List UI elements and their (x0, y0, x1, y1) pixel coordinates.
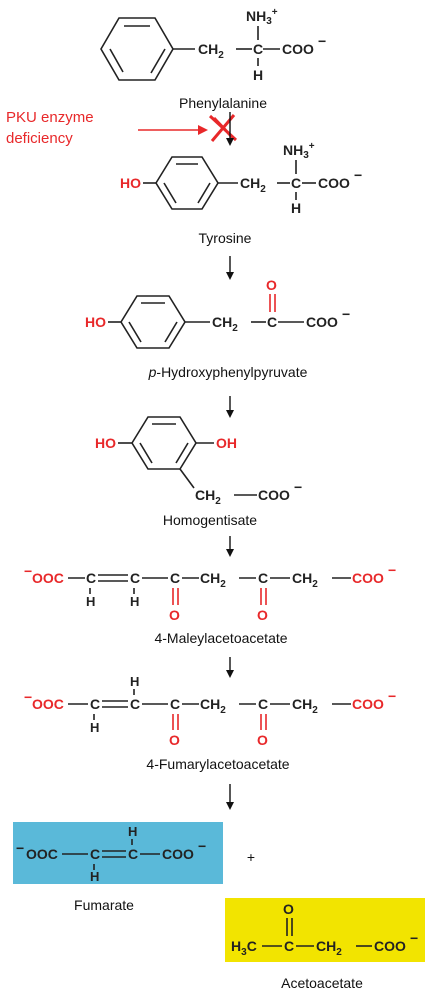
svg-text:OOC: OOC (26, 846, 58, 862)
svg-text:CH2: CH2 (200, 696, 226, 716)
svg-text:−: − (318, 33, 326, 49)
svg-text:H: H (90, 720, 99, 735)
arrow-1 (226, 112, 234, 146)
svg-text:C: C (170, 570, 180, 586)
svg-text:O: O (169, 732, 180, 748)
hydroxyphenylpyruvate-structure: HO CH2 C COO − O (85, 277, 350, 349)
pku-label-line2: deficiency (6, 130, 73, 147)
svg-text:C: C (130, 570, 140, 586)
maleylacetoacetate-label: 4-Maleylacetoacetate (154, 630, 287, 646)
arrow-2 (226, 256, 234, 280)
svg-text:H: H (130, 594, 139, 609)
homogentisate-structure: HO OH CH2 COO − (95, 416, 302, 507)
svg-text:COO: COO (374, 938, 406, 954)
svg-text:−: − (294, 479, 302, 495)
fumarylacetoacetate-label: 4-Fumarylacetoacetate (146, 756, 289, 772)
svg-text:C: C (258, 570, 268, 586)
svg-text:−: − (342, 306, 350, 322)
svg-text:H: H (128, 824, 137, 839)
pku-label-line1: PKU enzyme (6, 109, 94, 126)
svg-text:O: O (169, 607, 180, 623)
svg-text:H3C: H3C (231, 938, 257, 958)
svg-text:−: − (388, 562, 396, 578)
svg-text:COO: COO (306, 314, 338, 330)
arrow-4 (226, 536, 234, 557)
svg-text:−: − (16, 840, 24, 856)
svg-text:HO: HO (85, 314, 106, 330)
svg-text:−: − (24, 689, 32, 705)
arrow-6 (226, 784, 234, 810)
arrow-5 (226, 657, 234, 678)
svg-text:−: − (198, 838, 206, 854)
svg-text:CH2: CH2 (195, 487, 221, 507)
svg-text:C: C (258, 696, 268, 712)
svg-text:C: C (253, 41, 263, 57)
svg-text:NH3+: NH3+ (246, 7, 278, 27)
svg-text:C: C (284, 938, 294, 954)
svg-text:H: H (130, 674, 139, 689)
arrow-3 (226, 396, 234, 418)
svg-text:COO: COO (258, 487, 290, 503)
fumarate-label: Fumarate (74, 897, 134, 913)
svg-text:H: H (90, 869, 99, 884)
fumarate-highlight-box (13, 822, 223, 884)
fumarate-structure: − OOC C C H H COO − (13, 822, 223, 884)
acetoacetate-structure: H3C C O CH2 COO − (225, 898, 425, 962)
phenylalanine-label: Phenylalanine (179, 95, 267, 111)
svg-text:C: C (128, 846, 138, 862)
svg-text:C: C (170, 696, 180, 712)
svg-text:−: − (410, 930, 418, 946)
svg-text:−: − (354, 167, 362, 183)
svg-text:−: − (24, 563, 32, 579)
svg-text:CH2: CH2 (292, 696, 318, 716)
svg-text:O: O (257, 732, 268, 748)
svg-text:COO: COO (352, 696, 384, 712)
svg-text:OOC: OOC (32, 696, 64, 712)
homogentisate-label: Homogentisate (163, 512, 257, 528)
svg-text:O: O (266, 277, 277, 293)
tyrosine-structure: HO CH2 C COO − NH3+ H (120, 141, 362, 216)
svg-text:CH2: CH2 (200, 570, 226, 590)
svg-text:NH3+: NH3+ (283, 141, 315, 161)
blocked-cross-icon (208, 114, 238, 142)
svg-text:C: C (90, 846, 100, 862)
svg-text:H: H (86, 594, 95, 609)
acetoacetate-highlight-box (225, 898, 425, 962)
svg-text:HO: HO (120, 175, 141, 191)
svg-text:−: − (388, 688, 396, 704)
svg-text:COO: COO (318, 175, 350, 191)
hydroxyphenylpyruvate-label: p-Hydroxyphenylpyruvate (148, 364, 308, 380)
svg-text:CH2: CH2 (292, 570, 318, 590)
svg-text:COO: COO (162, 846, 194, 862)
svg-text:O: O (257, 607, 268, 623)
acetoacetate-label: Acetoacetate (281, 975, 363, 991)
fumarylacetoacetate-structure: − OOC C C H H C O CH2 C O CH2 COO − (24, 674, 396, 748)
svg-text:C: C (86, 570, 96, 586)
svg-text:H: H (253, 67, 263, 83)
svg-text:OOC: OOC (32, 570, 64, 586)
svg-text:COO: COO (282, 41, 314, 57)
svg-text:C: C (130, 696, 140, 712)
plus-sign: + (247, 849, 255, 865)
svg-text:CH2: CH2 (212, 314, 238, 334)
pku-annotation: PKU enzyme deficiency (6, 109, 238, 147)
svg-text:OH: OH (216, 435, 237, 451)
svg-text:COO: COO (352, 570, 384, 586)
svg-text:CH2: CH2 (316, 938, 342, 958)
phenylalanine-structure: CH2 C COO − NH3+ H (100, 7, 326, 83)
svg-text:C: C (267, 314, 277, 330)
svg-text:O: O (283, 901, 294, 917)
svg-text:CH2: CH2 (198, 41, 224, 61)
svg-text:C: C (90, 696, 100, 712)
svg-text:H: H (291, 200, 301, 216)
svg-text:HO: HO (95, 435, 116, 451)
tyrosine-label: Tyrosine (199, 230, 252, 246)
maleylacetoacetate-structure: − OOC C C H H C O CH2 C O CH2 COO − (24, 562, 396, 623)
svg-text:CH2: CH2 (240, 175, 266, 195)
svg-text:C: C (291, 175, 301, 191)
